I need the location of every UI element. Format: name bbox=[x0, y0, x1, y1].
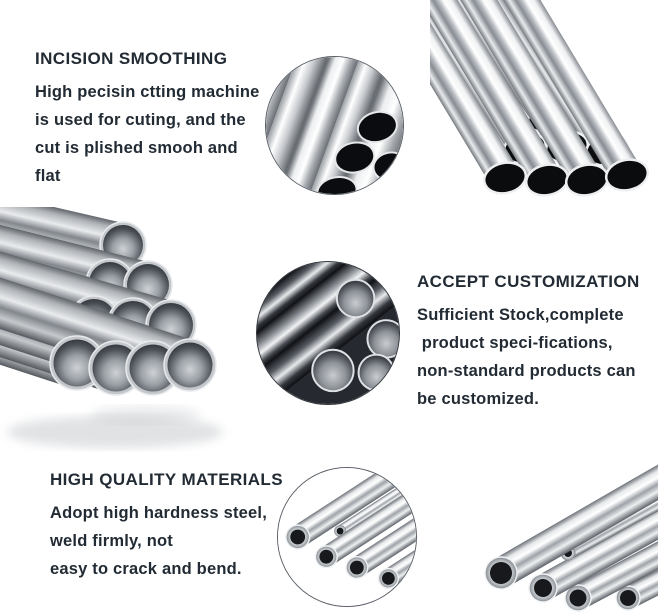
feature-text-line: cut is plished smooh and bbox=[35, 139, 238, 157]
pipe-bundle-closeup-image bbox=[257, 262, 399, 404]
feature-text-line: be customized. bbox=[417, 390, 539, 408]
feature-text-line: non-standard products can bbox=[417, 362, 636, 380]
feature-text-line: easy to crack and bend. bbox=[50, 560, 242, 578]
feature-high-quality-materials: HIGH QUALITY MATERIALS Adopt high hardne… bbox=[50, 470, 300, 583]
feature-text-line: weld firmly, not bbox=[50, 532, 173, 550]
feature-title: ACCEPT CUSTOMIZATION bbox=[417, 272, 640, 291]
feature-text-line: flat bbox=[35, 167, 61, 185]
feature-accept-customization: ACCEPT CUSTOMIZATION Sufficient Stock,co… bbox=[417, 272, 657, 413]
feature-text-line: High pecisin ctting machine bbox=[35, 83, 260, 101]
feature-title: INCISION SMOOTHING bbox=[35, 49, 228, 68]
pipe-closeup-circle-middle bbox=[256, 261, 400, 405]
feature-text-line: Adopt high hardness steel, bbox=[50, 504, 267, 522]
pipe-closeup-circle-top bbox=[265, 56, 404, 195]
steel-pipes-photo-middle-left bbox=[0, 207, 223, 448]
feature-text-line: Sufficient Stock,complete bbox=[417, 306, 624, 324]
pipe-cut-ends-closeup-image bbox=[266, 57, 403, 194]
stacked-pipes-photo-top-right bbox=[430, 0, 650, 197]
thin-tubes-closeup-image bbox=[278, 468, 416, 606]
thin-tubes-photo-bottom-right bbox=[484, 455, 658, 612]
feature-text-line: is used for cuting, and the bbox=[35, 111, 246, 129]
tube-closeup-circle-bottom bbox=[277, 467, 417, 607]
feature-title: HIGH QUALITY MATERIALS bbox=[50, 470, 283, 489]
feature-text-line: product speci-fications, bbox=[417, 334, 613, 352]
feature-incision-smoothing: INCISION SMOOTHING High pecisin ctting m… bbox=[35, 49, 305, 190]
